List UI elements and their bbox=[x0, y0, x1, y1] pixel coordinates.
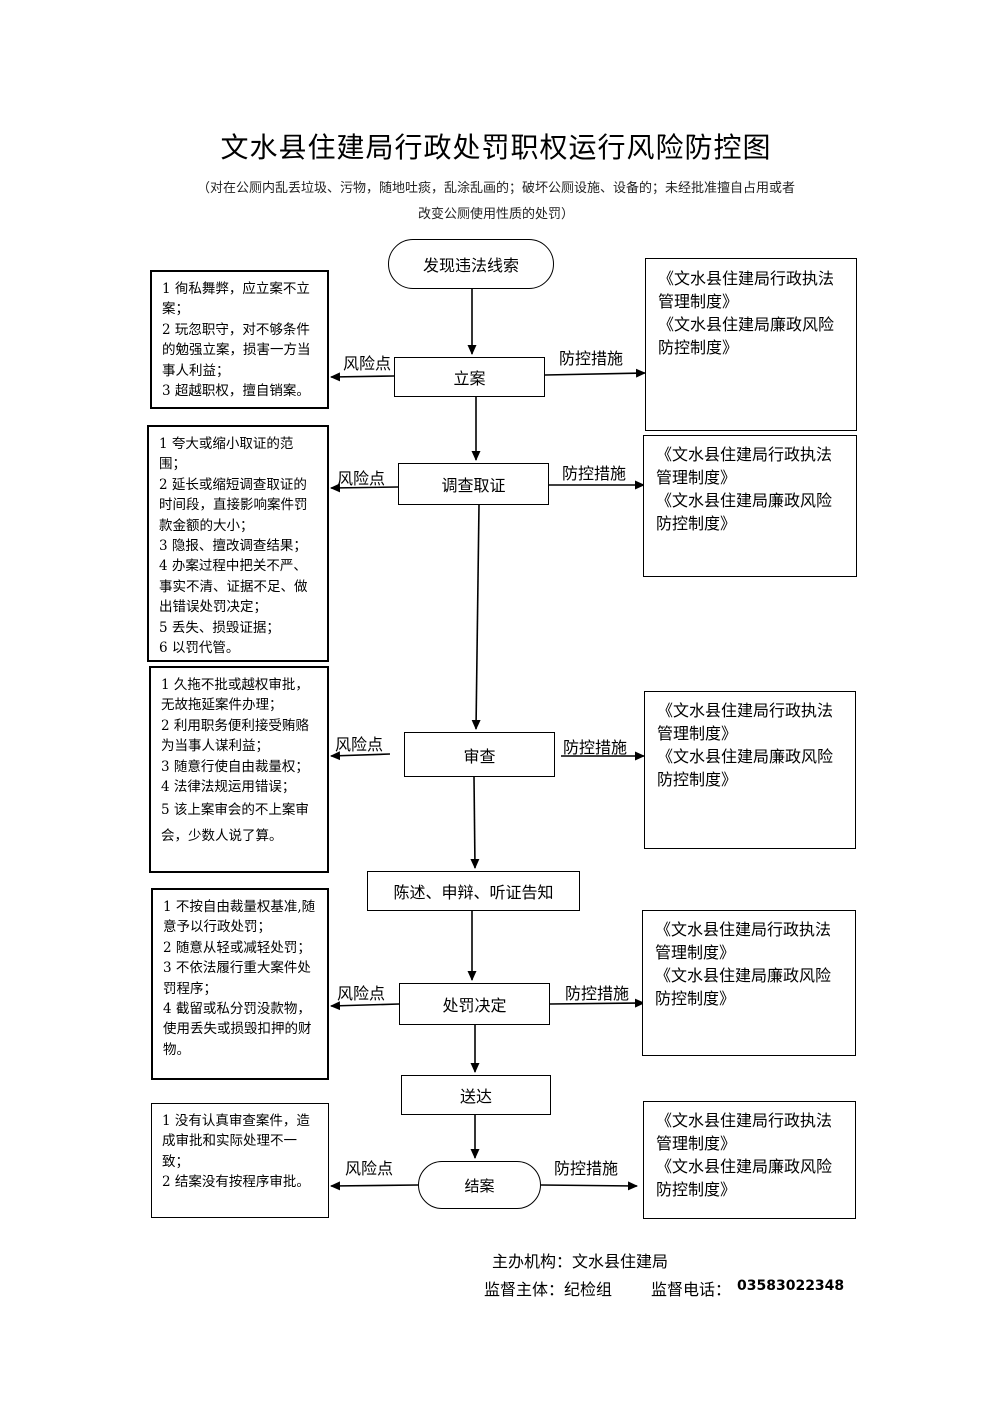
control-item: 《文水县住建局廉政风险防控制度》 bbox=[658, 315, 835, 357]
risk-item: 2 延长或缩短调查取证的时间段，直接影响案件罚款金额的大小； bbox=[159, 476, 308, 534]
control-item: 《文水县住建局行政执法管理制度》 bbox=[657, 701, 834, 743]
risk-item: 4 截留或私分罚没款物，使用丢失或损毁扣押的财物。 bbox=[163, 1001, 312, 1058]
risk-item: 6 以罚代管。 bbox=[159, 640, 240, 657]
arrow-investigate-to-review bbox=[471, 504, 481, 730]
risk-item: 1 夸大或缩小取证的范围； bbox=[159, 436, 294, 473]
step-penalty-decision: 处罚决定 bbox=[399, 983, 550, 1025]
risk-item: 2 随意从轻或减轻处罚； bbox=[163, 939, 311, 956]
risk-item: 5 丢失、损毁证据； bbox=[159, 619, 280, 636]
risk-item: 1 没有认真审查案件，造成审批和实际处理不一致； bbox=[162, 1113, 310, 1170]
control-box-register: 《文水县住建局行政执法管理制度》 《文水县住建局廉政风险防控制度》 bbox=[645, 258, 857, 431]
risk-label-4: 风险点 bbox=[337, 984, 386, 1003]
risk-item: 2 玩忽职守，对不够条件的勉强立案，损害一方当事人利益； bbox=[162, 321, 311, 379]
control-box-close: 《文水县住建局行政执法管理制度》 《文水县住建局廉政风险防控制度》 bbox=[643, 1101, 856, 1219]
risk-box-investigate: 1 夸大或缩小取证的范围； 2 延长或缩短调查取证的时间段，直接影响案件罚款金额… bbox=[147, 425, 329, 662]
arrow-risk-investigate bbox=[330, 483, 399, 493]
control-label-1: 防控措施 bbox=[559, 349, 624, 368]
footer-phone-label: 监督电话： bbox=[651, 1280, 732, 1299]
arrow-risk-decision bbox=[330, 1001, 400, 1011]
risk-label-3: 风险点 bbox=[335, 735, 384, 754]
page-title: 文水县住建局行政处罚职权运行风险防控图 bbox=[220, 131, 772, 164]
arrow-risk-review bbox=[330, 751, 391, 761]
risk-label-5: 风险点 bbox=[345, 1159, 394, 1178]
step-investigate: 调查取证 bbox=[398, 463, 549, 505]
arrow-control-close bbox=[540, 1181, 638, 1191]
step-review: 审查 bbox=[404, 732, 555, 777]
arrow-control-register bbox=[544, 368, 646, 378]
risk-box-decision: 1 不按自由裁量权基准,随意予以行政处罚； 2 随意从轻或减轻处罚； 3 不依法… bbox=[151, 888, 329, 1080]
control-item: 《文水县住建局廉政风险防控制度》 bbox=[657, 747, 834, 789]
footer-organizer: 主办机构：文水县住建局 bbox=[492, 1252, 669, 1271]
control-item: 《文水县住建局行政执法管理制度》 bbox=[655, 920, 832, 962]
risk-item: 3 隐报、擅改调查结果； bbox=[159, 538, 307, 555]
step-discover-clue: 发现违法线索 bbox=[388, 239, 554, 289]
arrow-review-to-notice bbox=[470, 776, 480, 869]
arrow-control-decision bbox=[549, 998, 645, 1008]
step-close-case: 结案 bbox=[418, 1161, 541, 1209]
control-item: 《文水县住建局廉政风险防控制度》 bbox=[656, 1157, 833, 1199]
control-item: 《文水县住建局廉政风险防控制度》 bbox=[656, 491, 833, 533]
risk-item: 4 法律法规运用错误； bbox=[161, 779, 296, 796]
control-label-3: 防控措施 bbox=[563, 738, 628, 757]
risk-box-close: 1 没有认真审查案件，造成审批和实际处理不一致； 2 结案没有按程序审批。 bbox=[151, 1103, 329, 1218]
risk-box-register: 1 徇私舞弊，应立案不立案； 2 玩忽职守，对不够条件的勉强立案，损害一方当事人… bbox=[150, 270, 329, 409]
control-box-decision: 《文水县住建局行政执法管理制度》 《文水县住建局廉政风险防控制度》 bbox=[642, 910, 856, 1056]
risk-item: 1 徇私舞弊，应立案不立案； bbox=[162, 281, 310, 318]
risk-item: 5 该上案审会的不上案审会，少数人说了算。 bbox=[161, 802, 309, 845]
step-notice-hearing: 陈述、申辩、听证告知 bbox=[367, 871, 580, 911]
risk-item: 1 不按自由裁量权基准,随意予以行政处罚； bbox=[163, 899, 316, 936]
step-serve: 送达 bbox=[401, 1075, 551, 1115]
control-item: 《文水县住建局行政执法管理制度》 bbox=[656, 1111, 833, 1153]
control-item: 《文水县住建局行政执法管理制度》 bbox=[656, 445, 833, 487]
risk-box-review: 1 久拖不批或越权审批，无故拖延案件办理； 2 利用职务便利接受贿赂为当事人谋利… bbox=[149, 666, 329, 873]
arrow-risk-register bbox=[330, 372, 395, 382]
footer-phone-number: 03583022348 bbox=[737, 1278, 845, 1294]
risk-label-2: 风险点 bbox=[337, 469, 386, 488]
subtitle-line-2: 改变公厕使用性质的处罚） bbox=[417, 207, 574, 222]
risk-item: 2 利用职务便利接受贿赂为当事人谋利益； bbox=[161, 717, 309, 755]
control-item: 《文水县住建局廉政风险防控制度》 bbox=[655, 966, 832, 1008]
risk-item: 3 超越职权，擅自销案。 bbox=[162, 383, 310, 400]
risk-label-1: 风险点 bbox=[343, 354, 392, 373]
risk-item: 3 随意行使自由裁量权； bbox=[161, 758, 309, 775]
control-label-2: 防控措施 bbox=[562, 464, 627, 483]
control-box-review: 《文水县住建局行政执法管理制度》 《文水县住建局廉政风险防控制度》 bbox=[644, 691, 856, 849]
risk-item: 3 不依法履行重大案件处罚程序； bbox=[163, 960, 311, 997]
risk-item: 1 久拖不批或越权审批，无故拖延案件办理； bbox=[161, 677, 309, 714]
risk-item: 2 结案没有按程序审批。 bbox=[162, 1174, 310, 1191]
control-label-5: 防控措施 bbox=[554, 1159, 619, 1178]
footer-supervisor: 监督主体：纪检组 bbox=[484, 1280, 613, 1299]
step-register-case: 立案 bbox=[394, 357, 545, 397]
subtitle-line-1: （对在公厕内乱丢垃圾、污物，随地吐痰，乱涂乱画的；破坏公厕设施、设备的；未经批准… bbox=[196, 181, 795, 196]
arrow-risk-close bbox=[330, 1181, 419, 1191]
control-box-investigate: 《文水县住建局行政执法管理制度》 《文水县住建局廉政风险防控制度》 bbox=[643, 435, 857, 577]
risk-item: 4 办案过程中把关不严、事实不清、证据不足、做出错误处罚决定； bbox=[159, 558, 308, 616]
control-item: 《文水县住建局行政执法管理制度》 bbox=[658, 269, 835, 311]
control-label-4: 防控措施 bbox=[565, 984, 630, 1003]
